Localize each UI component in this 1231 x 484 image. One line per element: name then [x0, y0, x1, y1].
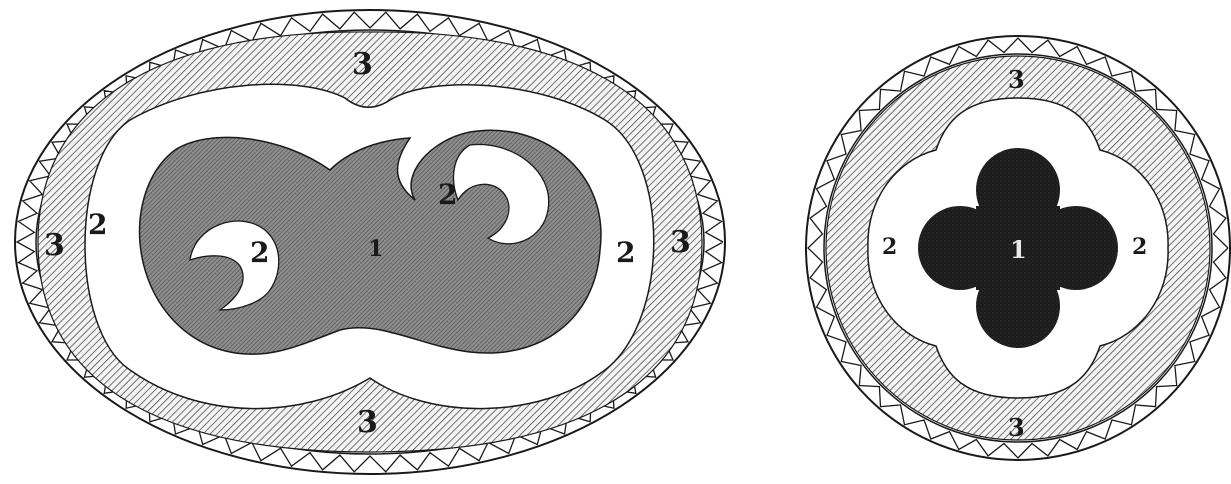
- right-cross-section: 3 3 2 2 1: [806, 36, 1230, 460]
- left-label-3-right: 3: [670, 225, 691, 260]
- left-label-3-left: 3: [44, 228, 65, 263]
- left-cross-section: 3 3 3 3 2 2 2 2 1: [15, 10, 725, 474]
- right-label-3-bottom: 3: [1008, 413, 1025, 442]
- right-label-2-left: 2: [882, 234, 897, 260]
- left-label-2-spiral-left: 2: [250, 236, 269, 269]
- right-label-3-top: 3: [1008, 65, 1025, 94]
- left-label-2-spiral-right: 2: [438, 178, 457, 211]
- right-label-1: 1: [1010, 235, 1027, 264]
- left-label-3-bottom: 3: [357, 405, 378, 440]
- left-label-3-top: 3: [352, 47, 373, 82]
- left-label-2-outer-left: 2: [88, 208, 107, 241]
- right-label-2-right: 2: [1132, 234, 1147, 260]
- left-label-2-outer-right: 2: [616, 236, 635, 269]
- left-label-1: 1: [368, 236, 383, 262]
